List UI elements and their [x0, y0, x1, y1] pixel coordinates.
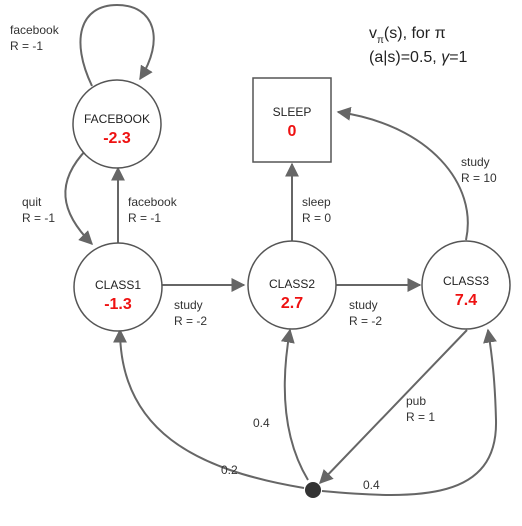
- node-sleep-name: SLEEP: [273, 105, 312, 119]
- facebook-loop-action: facebook: [10, 23, 60, 37]
- prob-class2: 0.4: [253, 416, 270, 430]
- value-function-header-line2: (a|s)=0.5, γ=1: [369, 49, 468, 66]
- chance-to-class3-edge: [321, 328, 498, 496]
- pub-reward: R = 1: [406, 410, 435, 424]
- quit-action: quit: [22, 195, 42, 209]
- facebook-loop-reward: R = -1: [10, 39, 43, 53]
- node-class1-name: CLASS1: [95, 278, 141, 292]
- value-function-header-line1: vπ(s), for π: [369, 25, 446, 46]
- study-c3sleep-action: study: [461, 155, 490, 169]
- header-line2: (a|s)=0.5,: [369, 49, 441, 66]
- quit-reward: R = -1: [22, 211, 55, 225]
- study-c3sleep-reward: R = 10: [461, 171, 497, 185]
- node-sleep: SLEEP 0: [252, 77, 332, 163]
- facebook-self-loop-edge: [79, 3, 155, 87]
- node-class1: CLASS1 -1.3: [73, 242, 163, 332]
- study-c2c3-action: study: [349, 298, 378, 312]
- study-c1c2-reward: R = -2: [174, 314, 207, 328]
- prob-class1: 0.2: [221, 463, 238, 477]
- node-class3: CLASS3 7.4: [421, 240, 511, 330]
- study-c2c3-reward: R = -2: [349, 314, 382, 328]
- node-class2-value: 2.7: [281, 295, 303, 312]
- header-gamma: γ: [441, 49, 450, 66]
- node-class3-name: CLASS3: [443, 274, 489, 288]
- class1-facebook-action: facebook: [128, 195, 178, 209]
- node-class2-name: CLASS2: [269, 277, 315, 291]
- sleep-action: sleep: [302, 195, 331, 209]
- chance-node: [305, 482, 321, 498]
- node-facebook: FACEBOOK -2.3: [72, 79, 162, 169]
- node-class3-value: 7.4: [455, 292, 477, 309]
- chance-to-class1-edge: [113, 328, 305, 489]
- prob-class3: 0.4: [363, 478, 380, 492]
- pub-action: pub: [406, 394, 426, 408]
- header-pi-subscript: π: [377, 35, 384, 46]
- quit-edge: [64, 148, 93, 245]
- header-v: v: [369, 25, 377, 42]
- sleep-reward: R = 0: [302, 211, 331, 225]
- node-class2: CLASS2 2.7: [247, 240, 337, 330]
- chance-to-class2-edge: [280, 328, 309, 481]
- pub-edge: [319, 329, 468, 485]
- node-class1-value: -1.3: [104, 296, 132, 313]
- study-c1c2-action: study: [174, 298, 203, 312]
- node-sleep-value: 0: [288, 123, 297, 140]
- node-facebook-value: -2.3: [103, 130, 131, 147]
- header-gamma-value: =1: [449, 49, 467, 66]
- node-facebook-name: FACEBOOK: [84, 112, 150, 126]
- class1-facebook-reward: R = -1: [128, 211, 161, 225]
- header-line1-rest: (s), for π: [384, 25, 446, 42]
- class3-to-sleep-edge: [336, 106, 469, 241]
